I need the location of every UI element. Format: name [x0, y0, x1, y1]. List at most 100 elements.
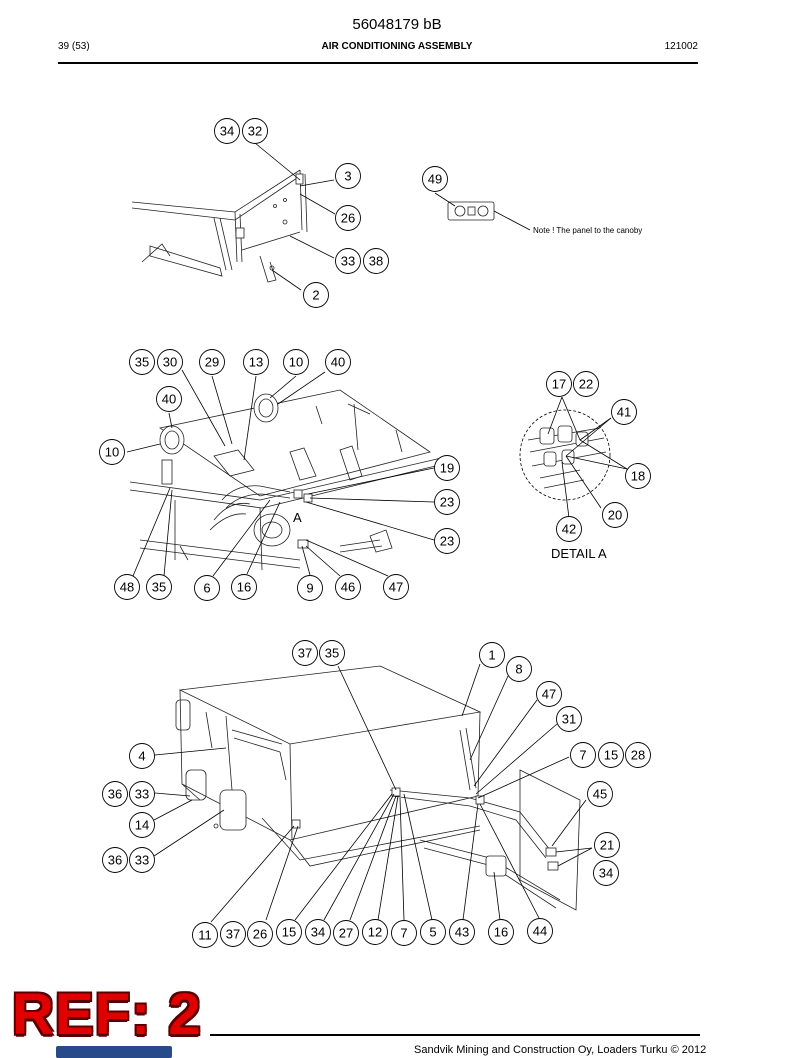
callout-number: 12 [368, 925, 382, 940]
callout-number: 16 [494, 925, 508, 940]
callout-circle [102, 847, 128, 873]
callout: 16 [231, 574, 257, 600]
callout-number: 17 [552, 377, 566, 392]
callout: 21 [594, 832, 620, 858]
callout-circle [129, 812, 155, 838]
callout-number: 21 [600, 838, 614, 853]
callout: 18 [625, 463, 651, 489]
callout: 15 [598, 742, 624, 768]
callout-number: 35 [325, 646, 339, 661]
callout-number: 14 [135, 818, 149, 833]
callout: 30 [157, 349, 183, 375]
callout: 32 [242, 118, 268, 144]
footer-rule [210, 1034, 700, 1036]
callout-circle [192, 922, 218, 948]
callout-number: 33 [135, 787, 149, 802]
callout-number: 40 [162, 392, 176, 407]
callout-number: 23 [440, 495, 454, 510]
callout-number: 23 [440, 534, 454, 549]
detail-a-label: DETAIL A [551, 546, 607, 561]
callout: 26 [335, 205, 361, 231]
callout: 13 [243, 349, 269, 375]
callout-circle [297, 575, 323, 601]
callout-circle [587, 781, 613, 807]
callout-circle [114, 574, 140, 600]
callout: 14 [129, 812, 155, 838]
callout-number: 16 [237, 580, 251, 595]
callout-circle [546, 371, 572, 397]
callout: 1 [479, 642, 505, 668]
callout: 10 [283, 349, 309, 375]
callout-number: 2 [312, 288, 319, 303]
callout: 35 [146, 574, 172, 600]
callout-circle [146, 574, 172, 600]
callout-number: 31 [562, 712, 576, 727]
callout: 20 [602, 502, 628, 528]
page-title: AIR CONDITIONING ASSEMBLY [321, 41, 473, 52]
callout: 33 [335, 248, 361, 274]
callout-circle [220, 921, 246, 947]
callout-circle [422, 166, 448, 192]
callout-circle [305, 919, 331, 945]
callout-circle [156, 386, 182, 412]
callout: 22 [573, 371, 599, 397]
callout: 17 [546, 371, 572, 397]
callout: 7 [391, 920, 417, 946]
callout-circle [363, 248, 389, 274]
callout: 36 [102, 847, 128, 873]
callout: 48 [114, 574, 140, 600]
callout-number: 13 [249, 355, 263, 370]
callout-number: 26 [253, 927, 267, 942]
bottom-unit-drawing [175, 665, 581, 911]
callout: 42 [556, 516, 582, 542]
callout-number: 37 [298, 646, 312, 661]
callout-number: 4 [138, 749, 145, 764]
callout-number: 27 [339, 926, 353, 941]
callout: 23 [434, 489, 460, 515]
callout-circle [556, 706, 582, 732]
callout: 45 [587, 781, 613, 807]
callout: 15 [276, 919, 302, 945]
callout-circle [283, 349, 309, 375]
callout-circle [129, 349, 155, 375]
callout: 16 [488, 919, 514, 945]
callout: 29 [199, 349, 225, 375]
callout: 7 [570, 742, 596, 768]
callout-circle [325, 349, 351, 375]
callout-circle [434, 528, 460, 554]
callout: 38 [363, 248, 389, 274]
callout: 36 [102, 781, 128, 807]
callout-circle [598, 742, 624, 768]
callout-circle [594, 832, 620, 858]
callout-circle [383, 574, 409, 600]
callout-circle [276, 919, 302, 945]
callout: 10 [99, 439, 125, 465]
callout-number: 11 [198, 928, 212, 943]
callout-number: 35 [135, 355, 149, 370]
callout-number: 18 [631, 469, 645, 484]
sandvik-logo [56, 1046, 172, 1058]
callout: 34 [214, 118, 240, 144]
callout: 3 [335, 163, 361, 189]
callout: 33 [129, 847, 155, 873]
callout-circle [129, 743, 155, 769]
callout-number: 32 [248, 124, 262, 139]
top-frame-drawing [131, 169, 308, 283]
panel-note: Note ! The panel to the canoby [533, 226, 642, 235]
callout-number: 28 [631, 748, 645, 763]
callout: 35 [129, 349, 155, 375]
callout-number: 36 [108, 787, 122, 802]
callout-number: 43 [455, 925, 469, 940]
callout-number: 9 [306, 581, 313, 596]
callout: 37 [220, 921, 246, 947]
callout-circle [420, 919, 446, 945]
callout-number: 47 [542, 687, 556, 702]
callout-circle [333, 920, 359, 946]
callout-circle [199, 349, 225, 375]
callout: 40 [325, 349, 351, 375]
callout-number: 19 [440, 461, 454, 476]
callout: 6 [194, 575, 220, 601]
header-rule [58, 62, 698, 64]
